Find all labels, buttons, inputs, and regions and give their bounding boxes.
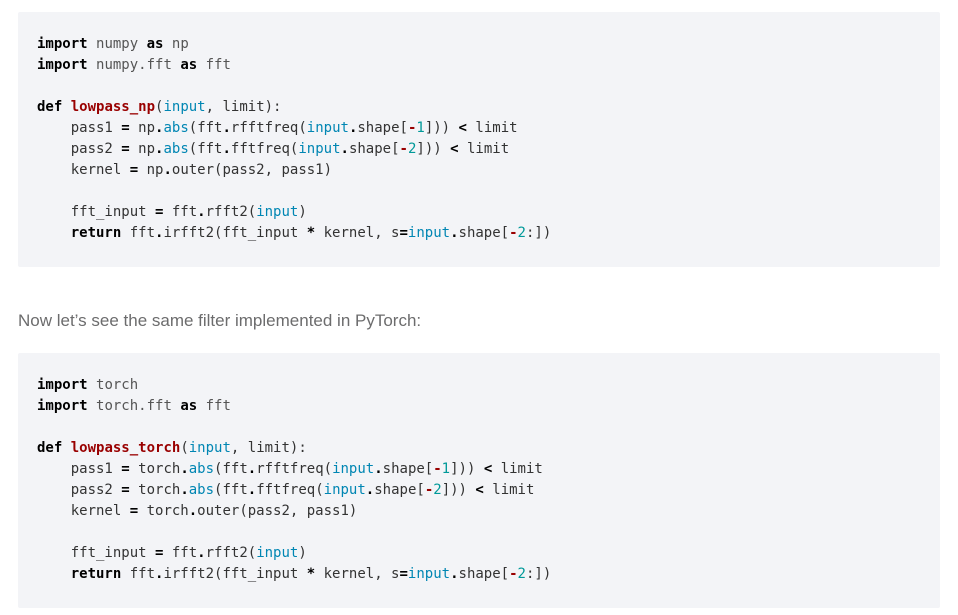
code-line: def lowpass_np(input, limit): [37,99,282,115]
code-line: pass1 = np.abs(fft.rfftfreq(input.shape[… [37,120,518,136]
code-line: fft_input = fft.rfft2(input) [37,545,307,561]
code-line: kernel = torch.outer(pass2, pass1) [37,503,358,519]
code-line [37,76,921,97]
code-line: import numpy.fft as fft [37,57,231,73]
paragraph-intro-pytorch: Now let’s see the same filter implemente… [18,311,422,330]
code-line [37,181,921,202]
code-block-numpy: import numpy as np import numpy.fft as ff… [18,12,940,267]
code-line: return fft.irfft2(fft_input * kernel, s=… [70,566,552,582]
code-block-pytorch: import torch import torch.fft as fft def l… [18,353,940,608]
code-line [37,522,921,543]
code-line: import torch.fft as fft [37,398,231,414]
code-line: return fft.irfft2(fft_input * kernel, s=… [70,225,552,241]
code-line [37,417,921,438]
code-line: pass2 = np.abs(fft.fftfreq(input.shape[-… [37,141,510,157]
code-line: import torch [37,377,139,393]
code-line: fft_input = fft.rfft2(input) [37,204,307,220]
code-line: pass2 = torch.abs(fft.fftfreq(input.shap… [37,482,535,498]
code-line: kernel = np.outer(pass2, pass1) [37,162,333,178]
code-line: def lowpass_torch(input, limit): [37,440,307,456]
code-line: pass1 = torch.abs(fft.rfftfreq(input.sha… [37,461,543,477]
code-line: import numpy as np [37,36,189,52]
